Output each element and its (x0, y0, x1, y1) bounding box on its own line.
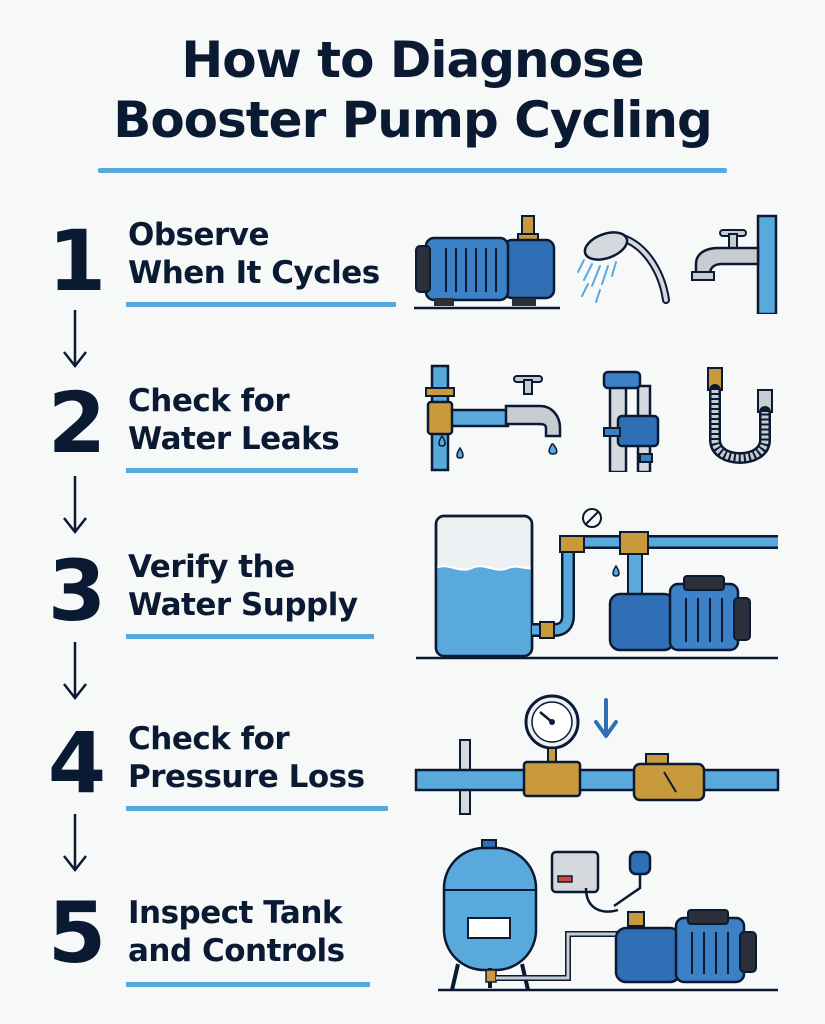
step-underline (126, 806, 388, 811)
down-arrow-icon (63, 476, 87, 535)
step-label-line-2: Water Leaks (128, 421, 340, 457)
water-tank-icon (434, 514, 534, 658)
check-valve-icon (632, 753, 706, 802)
step-underline (126, 634, 374, 639)
step-underline (126, 302, 396, 307)
pressure-tank-icon (442, 839, 538, 991)
title-line-1: How to Diagnose (181, 31, 644, 89)
pressure-loss-diagram (414, 694, 780, 815)
step-number: 4 (47, 714, 107, 812)
step-label-line-2: and Controls (128, 933, 345, 969)
step-label: Check for Water Leaks (128, 382, 340, 458)
title-line-2: Booster Pump Cycling (113, 91, 713, 149)
step-number: 2 (47, 374, 107, 472)
booster-pump-icon (414, 215, 560, 310)
down-arrow-icon (63, 814, 87, 873)
step-label-line-1: Check for (128, 383, 290, 419)
step-label-line-1: Check for (128, 721, 290, 757)
page-title: How to Diagnose Booster Pump Cycling (0, 30, 825, 150)
leaking-pipe-icon (425, 364, 562, 472)
step-label: Verify the Water Supply (128, 548, 358, 624)
shower-head-icon (577, 231, 670, 304)
down-arrow-icon (63, 642, 87, 701)
step-label: Observe When It Cycles (128, 216, 380, 292)
step-label-line-2: Pressure Loss (128, 759, 365, 795)
step-label-line-2: When It Cycles (128, 255, 380, 291)
tank-and-controls-diagram (438, 839, 778, 992)
down-arrow-icon (63, 310, 87, 369)
step-label: Inspect Tank and Controls (128, 894, 345, 970)
pressure-switch-icon (550, 850, 619, 913)
step-label-line-1: Inspect Tank (128, 895, 343, 931)
flexible-hose-icon (707, 367, 773, 464)
step-number: 1 (47, 212, 107, 310)
step-underline (126, 468, 358, 473)
faucet-icon (691, 214, 778, 314)
pressure-gauge-icon (522, 694, 582, 798)
step-label-line-2: Water Supply (128, 587, 358, 623)
title-underline (98, 168, 727, 173)
step-label-line-1: Observe (128, 217, 270, 253)
step-label-line-1: Verify the (128, 549, 295, 585)
step-underline (126, 982, 370, 987)
step-number: 3 (47, 542, 107, 640)
step-label: Check for Pressure Loss (128, 720, 365, 796)
float-valve-icon (602, 370, 660, 472)
step-number: 5 (47, 884, 107, 982)
air-leak-icon (582, 508, 620, 577)
water-supply-diagram (416, 508, 778, 660)
